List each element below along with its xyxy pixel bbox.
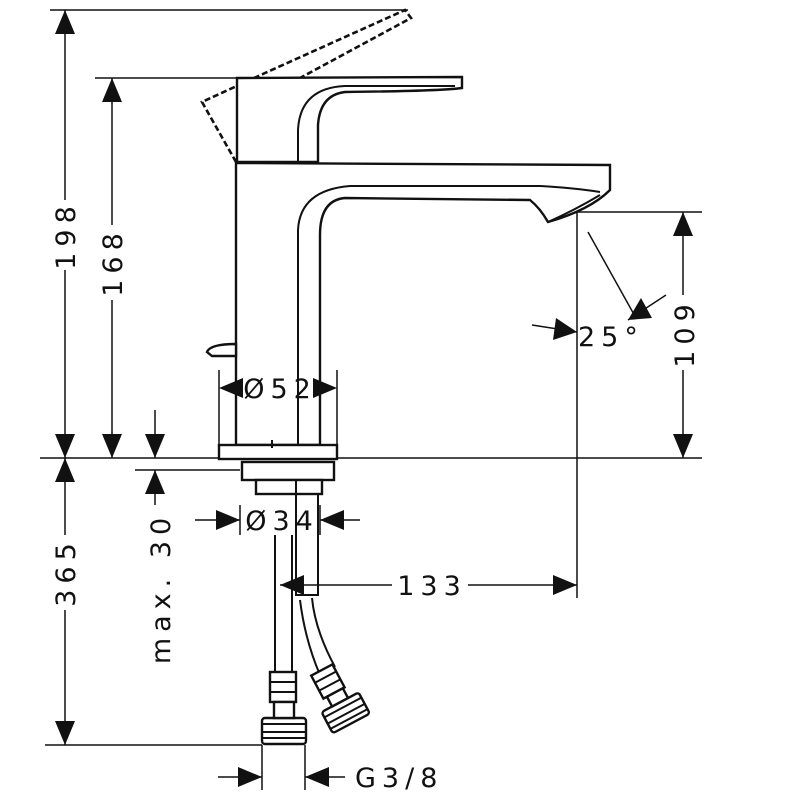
handle: [235, 75, 464, 164]
dim-supply-length: 365: [51, 537, 82, 607]
dim-base-diameter: Ø52: [243, 374, 317, 405]
dim-overall-height: 198: [51, 200, 82, 270]
dim-shank-diameter: Ø34: [245, 506, 319, 537]
dim-spout-reach: 133: [397, 571, 467, 602]
faucet: [200, 8, 637, 746]
mounting-nut: [254, 478, 324, 496]
dimension-labels: 198 168 109 365 max. 30 Ø52 Ø34 133 G3/8…: [51, 200, 701, 794]
dim-connection-thread: G3/8: [355, 763, 443, 794]
dimension-lines: [55, 10, 693, 787]
handle-raised-outline: [200, 8, 413, 163]
dim-spray-angle: 25°: [578, 322, 644, 353]
dim-spout-height: 168: [98, 227, 129, 297]
dim-outlet-height: 109: [670, 298, 701, 368]
base-flange: [217, 443, 339, 461]
aerator: [547, 194, 601, 223]
spout-inner-line: [297, 185, 601, 445]
handle-inner-line: [297, 85, 455, 162]
popup-lever: [205, 342, 238, 358]
supply-hose-left: [274, 535, 293, 672]
spray-line: [587, 231, 637, 319]
hose-fitting-left: [260, 670, 308, 746]
extension-lines: [40, 9, 702, 790]
hose-fitting-right: [309, 662, 371, 734]
faucet-body: [234, 161, 612, 447]
supply-hose-right: [299, 597, 336, 676]
mounting-washer: [240, 460, 336, 482]
threaded-shank: [295, 494, 319, 596]
dim-max-thickness: max. 30: [146, 512, 177, 664]
